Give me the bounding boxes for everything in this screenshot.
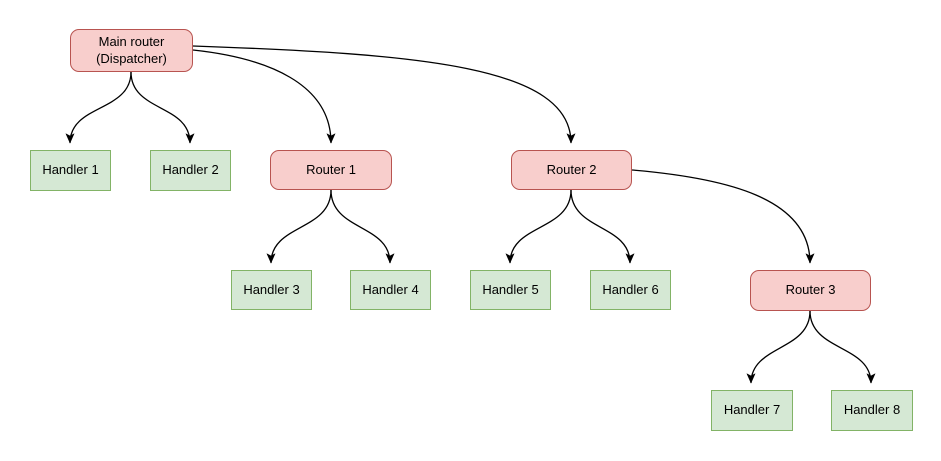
edge-main-router-to-router-1	[192, 49, 336, 144]
node-router-2: Router 2	[511, 150, 632, 190]
edge-router-3-to-handler-8	[809, 310, 876, 384]
node-main-router: Main router (Dispatcher)	[70, 29, 193, 72]
edge-router-1-to-handler-4	[330, 189, 395, 264]
edge-router-2-to-handler-5	[505, 189, 572, 264]
edge-main-router-to-router-2	[192, 45, 576, 144]
edge-main-router-to-handler-1	[65, 71, 132, 144]
node-handler-3: Handler 3	[231, 270, 312, 310]
node-handler-4: Handler 4	[350, 270, 431, 310]
edge-main-router-to-handler-2	[130, 71, 195, 144]
node-router-1: Router 1	[270, 150, 392, 190]
node-handler-1: Handler 1	[30, 150, 111, 191]
node-handler-7: Handler 7	[711, 390, 793, 431]
node-handler-5: Handler 5	[470, 270, 551, 310]
edge-router-1-to-handler-3	[266, 189, 332, 264]
edge-router-3-to-handler-7	[746, 310, 811, 384]
node-handler-6: Handler 6	[590, 270, 671, 310]
node-handler-2: Handler 2	[150, 150, 231, 191]
node-router-3: Router 3	[750, 270, 871, 311]
node-handler-8: Handler 8	[831, 390, 913, 431]
edge-router-2-to-router-3	[631, 169, 815, 264]
edge-router-2-to-handler-6	[570, 189, 635, 264]
